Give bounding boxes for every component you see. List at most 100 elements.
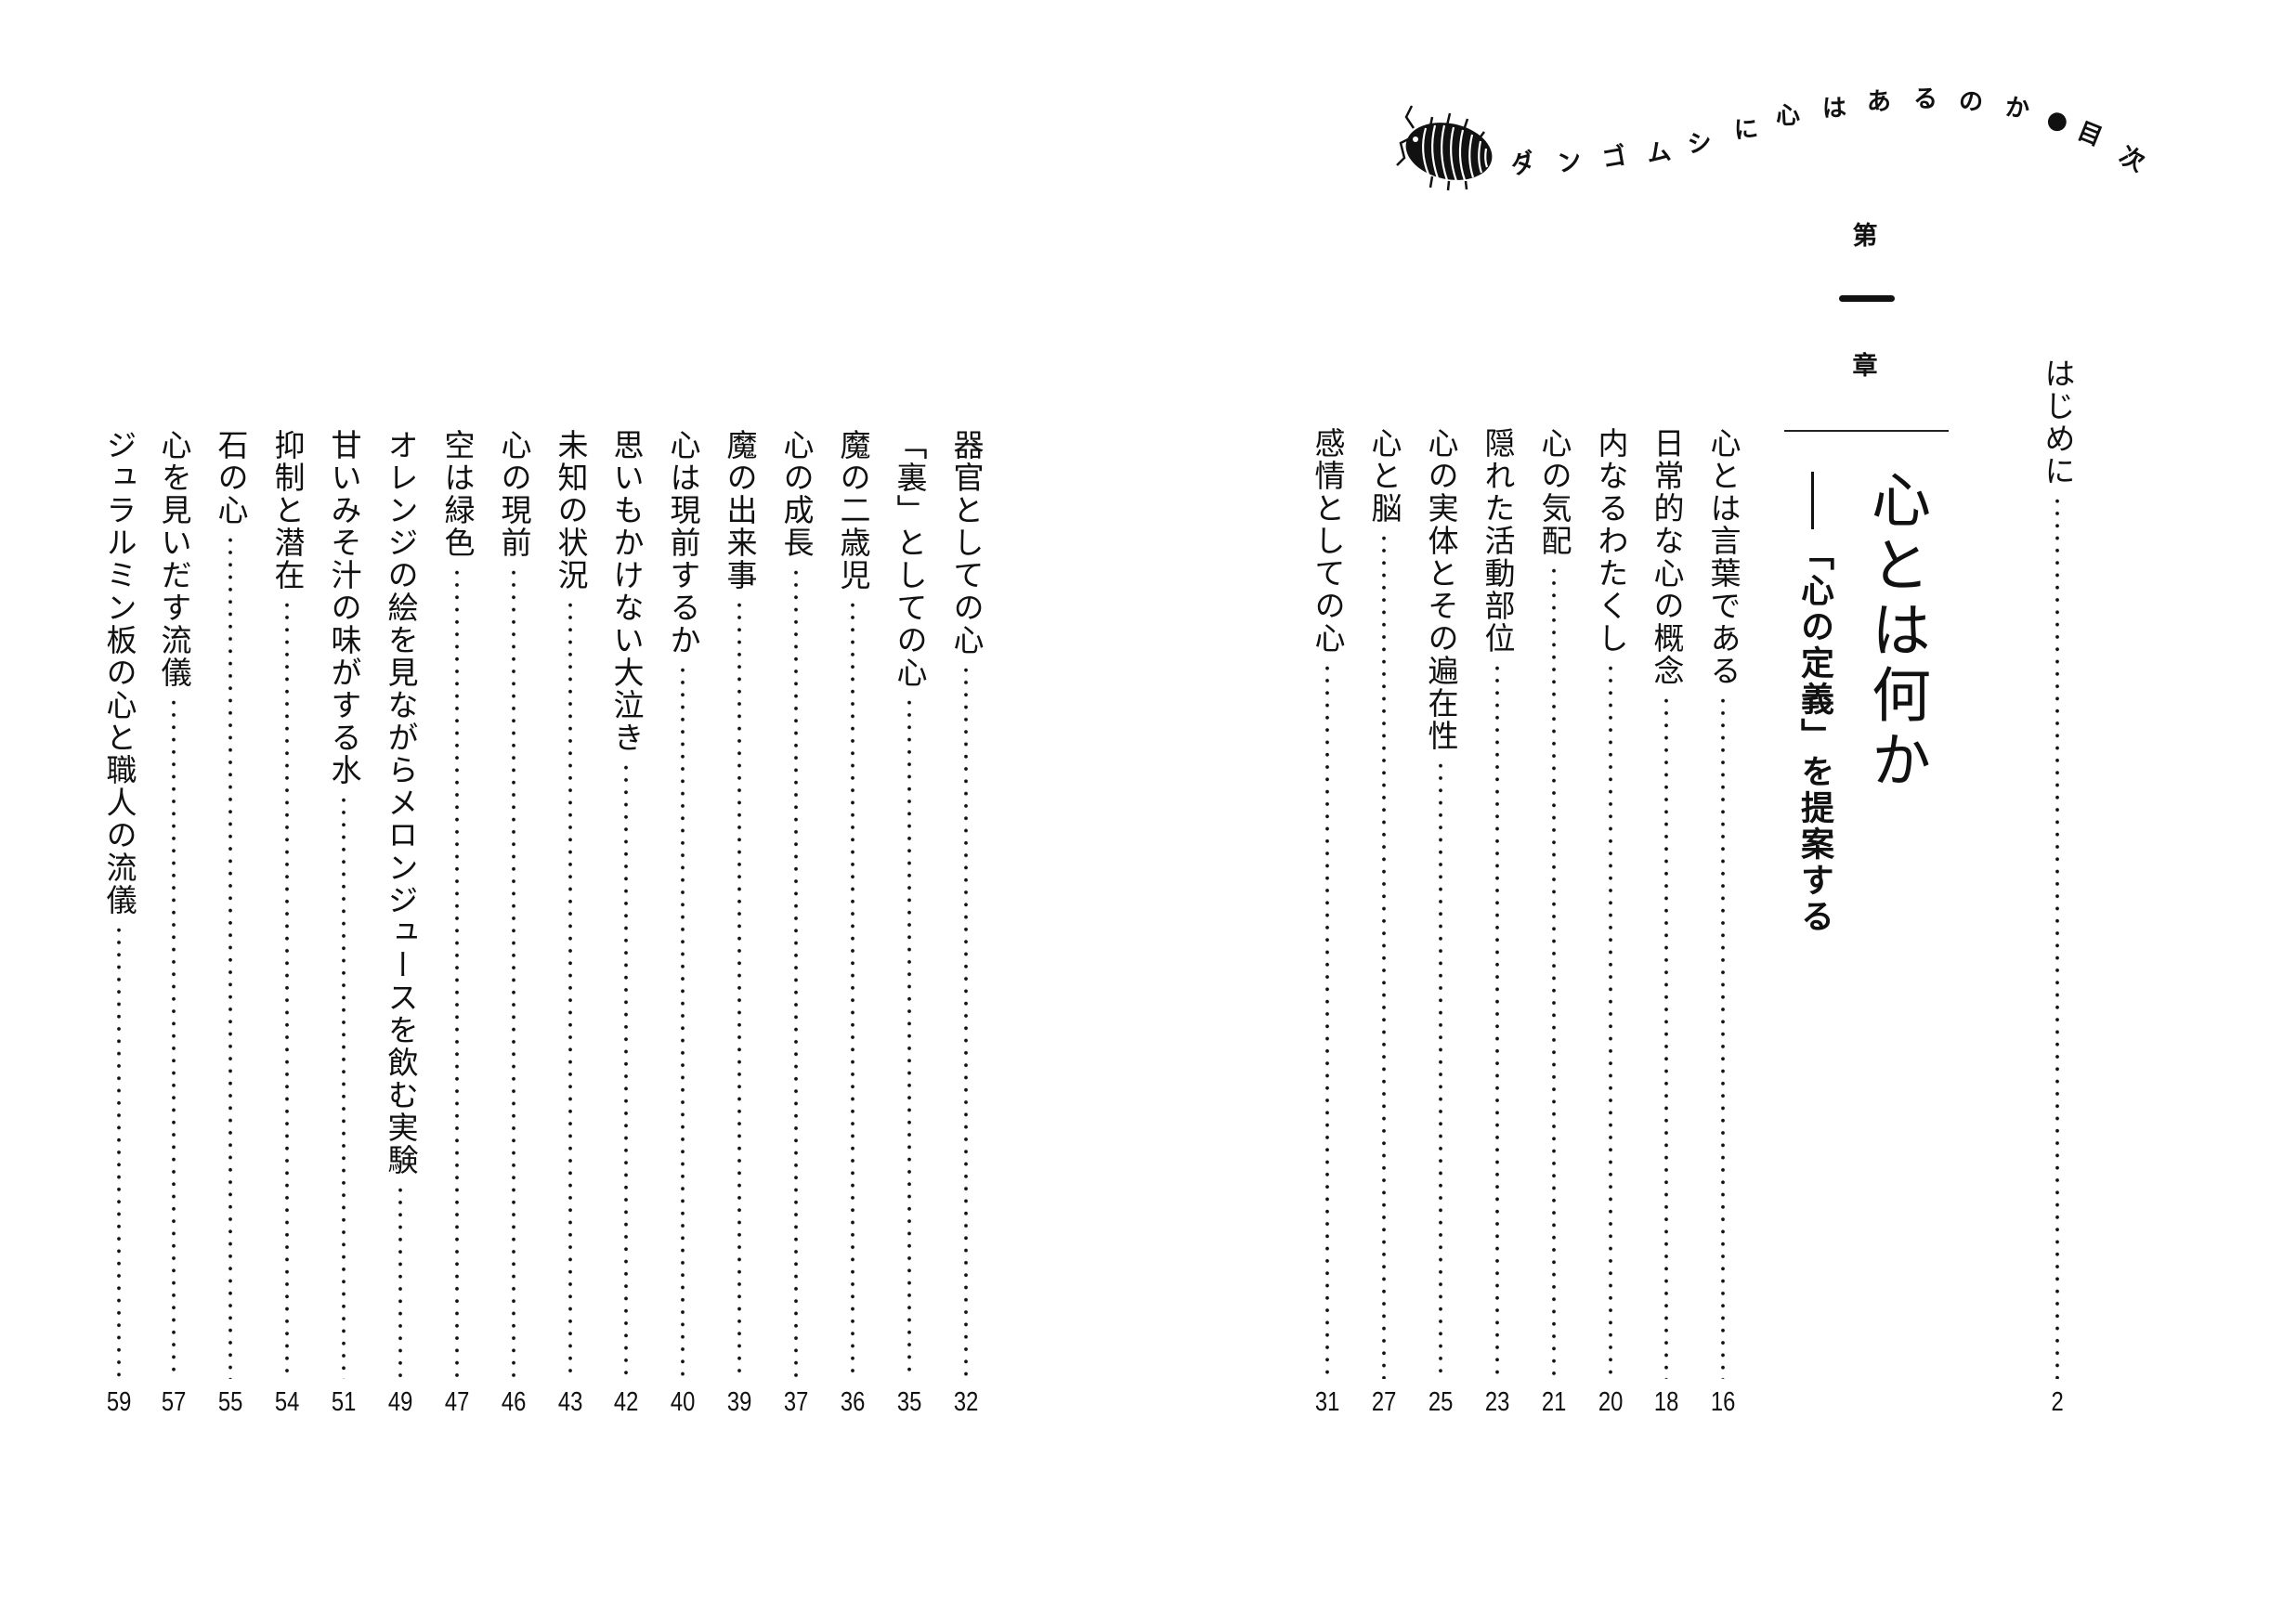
toc-entry[interactable]: 心の成長 37 [768, 429, 824, 1416]
toc-page-number: 32 [953, 1387, 979, 1417]
toc-entry[interactable]: 心と脳 27 [1356, 427, 1412, 1416]
toc-page-number: 37 [783, 1387, 809, 1417]
toc-entry[interactable]: 魔の二歳児 36 [825, 429, 881, 1416]
chapter-number-one [1839, 295, 1895, 302]
toc-entry-label: オレンジの絵を見ながらメロンジュースを飲む実験 [383, 429, 419, 1176]
toc-entry-intro[interactable]: はじめに 2 [2029, 358, 2085, 1416]
chapter-label-dai: 第 [1852, 222, 1878, 251]
book-title-char: か [2003, 93, 2031, 124]
toc-page-number: 27 [1371, 1387, 1397, 1417]
toc-entry[interactable]: 空は緑色 47 [429, 429, 485, 1416]
toc-page-number: 21 [1541, 1387, 1567, 1417]
dot-leader [737, 599, 741, 1379]
toc-page-number: 16 [1710, 1387, 1736, 1417]
toc-entry-label: 空は緑色 [439, 429, 476, 559]
toc-page-number: 51 [331, 1387, 357, 1417]
toc-entry[interactable]: 日常的な心の概念 18 [1638, 427, 1694, 1416]
dot-leader [342, 794, 346, 1379]
toc-entry-label: 心の現前 [496, 429, 532, 559]
dot-leader [1721, 695, 1725, 1379]
toc-page-number: 39 [726, 1387, 752, 1417]
toc-entry-label: 隠れた活動部位 [1480, 427, 1516, 655]
toc-entry-label: 石の心 [213, 429, 249, 526]
dot-leader [568, 599, 572, 1379]
toc-entry-label: 心と脳 [1366, 427, 1402, 525]
dot-leader [1325, 662, 1329, 1379]
toc-page-number: 36 [840, 1387, 866, 1417]
pill-bug-icon [1396, 105, 1493, 191]
toc-entry-label: 魔の二歳児 [835, 429, 871, 592]
toc-entry-label: 感情としての心 [1310, 427, 1346, 655]
chapter-title: 心とは何か [1861, 469, 1930, 794]
dot-leader [117, 924, 121, 1379]
book-title-char: 次 [2114, 141, 2149, 178]
chapter-divider [1784, 430, 1949, 432]
toc-entry-label: 心を見いだす流儀 [156, 429, 192, 689]
toc-page-number: 54 [274, 1387, 300, 1417]
dot-leader [681, 664, 685, 1379]
book-title-char: は [1821, 94, 1847, 124]
book-title-char: あ [1866, 88, 1891, 116]
dot-leader [1382, 532, 1386, 1379]
book-title-char: ン [1555, 146, 1585, 179]
toc-entry-label: 思いもかけない大泣き [608, 429, 645, 754]
toc-entry-label: 日常的な心の概念 [1649, 427, 1685, 687]
toc-entry[interactable]: 心とは言葉である 16 [1695, 427, 1751, 1416]
chapter-label-shou: 章 [1852, 352, 1878, 381]
toc-page-number: 59 [106, 1387, 132, 1417]
toc-entry[interactable]: 心の気配 21 [1526, 427, 1582, 1416]
toc-page-number: 47 [444, 1387, 470, 1417]
toc-page-number: 20 [1598, 1387, 1624, 1417]
toc-entry-label: 未知の状況 [553, 429, 589, 592]
dot-leader [1552, 565, 1556, 1379]
toc-entry-label: 心とは言葉である [1705, 427, 1742, 687]
dot-leader [1609, 662, 1612, 1379]
toc-entry-label: はじめに [2040, 358, 2076, 488]
dot-leader [228, 534, 232, 1379]
toc-page-number: 43 [557, 1387, 583, 1417]
book-title-char: 目 [2073, 117, 2107, 152]
toc-entry[interactable]: 内なるわたくし 20 [1583, 427, 1638, 1416]
book-title-char: 心 [1775, 101, 1801, 131]
toc-entry[interactable]: ジュラルミン板の心と職人の流儀 59 [91, 429, 147, 1416]
toc-entry-label: 器官としての心 [948, 429, 985, 656]
book-title-char: の [1958, 87, 1984, 117]
toc-entry-label: 心の成長 [778, 429, 815, 559]
toc-entry-label: 抑制と潜在 [269, 429, 306, 592]
toc-entry[interactable]: 抑制と潜在 54 [259, 429, 315, 1416]
toc-page-number: 2 [2051, 1387, 2064, 1417]
toc-page-number: 18 [1653, 1387, 1679, 1417]
subtitle-dash [1811, 472, 1814, 529]
dot-leader [512, 566, 515, 1379]
toc-entry-label: 内なるわたくし [1593, 427, 1629, 655]
dot-leader [907, 696, 911, 1379]
book-title-char: に [1732, 114, 1760, 146]
book-title-char: ゴ [1599, 141, 1629, 175]
book-title-char: ● [2044, 105, 2070, 136]
toc-page-number: 25 [1428, 1387, 1454, 1417]
toc-entry-label: 心の気配 [1536, 427, 1572, 557]
dot-leader [1495, 662, 1499, 1379]
toc-page-number: 57 [161, 1387, 187, 1417]
dot-leader [2055, 495, 2059, 1379]
toc-entry-label: 「裏」としての心 [892, 429, 928, 689]
dot-leader [285, 599, 289, 1379]
toc-entry-label: ジュラルミン板の心と職人の流儀 [101, 429, 137, 916]
toc-entry[interactable]: 心を見いだす流儀 57 [146, 429, 202, 1416]
toc-entry[interactable]: 器官としての心 32 [938, 429, 994, 1416]
dot-leader [964, 664, 968, 1379]
dot-leader [455, 566, 459, 1379]
toc-entry[interactable]: 未知の状況 43 [542, 429, 598, 1416]
toc-page-number: 40 [670, 1387, 696, 1417]
